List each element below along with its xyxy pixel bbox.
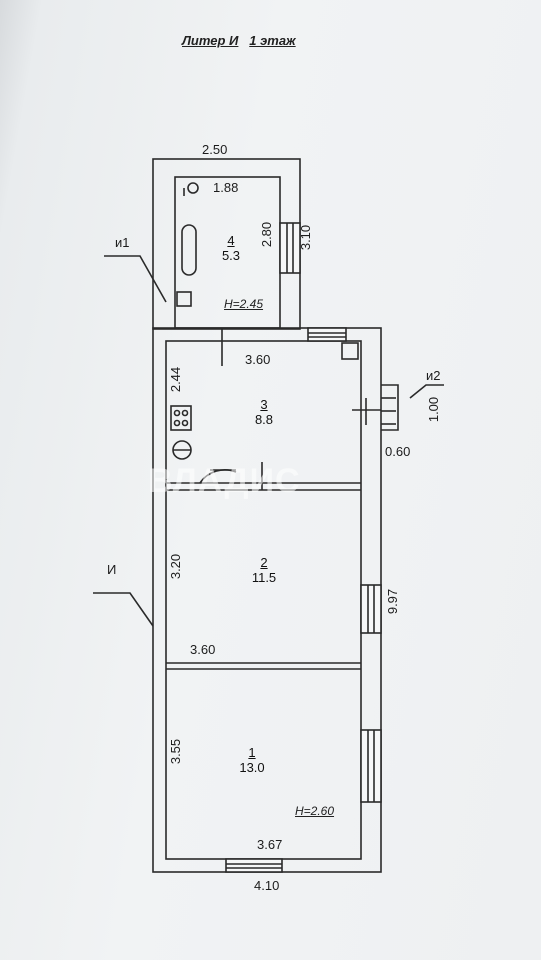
leader-label-i: И (107, 562, 117, 577)
title-floor: 1 этаж (249, 33, 296, 48)
leader-i1 (104, 255, 167, 303)
room-1-label: 1 13.0 (232, 745, 272, 775)
room-1-number: 1 (248, 745, 256, 760)
room-4-area: 5.3 (221, 248, 241, 263)
dim-total-width: 4.10 (254, 878, 280, 893)
room-1-area: 13.0 (239, 760, 265, 775)
main-height-label: H=2.60 (295, 804, 335, 818)
toilet-fixture (176, 291, 192, 307)
leader-i2 (409, 384, 444, 399)
room-4-number: 4 (227, 233, 235, 248)
room-3-label: 3 8.8 (244, 397, 284, 427)
dim-total-length: 9.97 (385, 588, 401, 615)
room-2-area: 11.5 (251, 570, 277, 585)
dim-annex-height: 3.10 (298, 224, 314, 251)
title-liter: Литер И (182, 33, 239, 48)
sink-fixture (187, 182, 199, 194)
dim-porch-width: 0.60 (385, 444, 411, 459)
room-2-number: 2 (260, 555, 268, 570)
dim-room3-height: 2.44 (168, 366, 184, 393)
leader-label-i2: и2 (426, 368, 441, 383)
dim-room2-width: 3.60 (190, 642, 216, 657)
dim-room4-width: 1.88 (213, 180, 239, 195)
stove-fixture (170, 405, 192, 431)
annex-height-label: H=2.45 (224, 297, 264, 311)
bathtub-fixture (181, 224, 197, 276)
page-title: Литер И 1 этаж (182, 33, 296, 48)
dim-room2-height: 3.20 (168, 553, 184, 580)
leader-i (93, 592, 154, 627)
sink-fixture-kitchen (341, 342, 359, 360)
room-4-label: 4 5.3 (211, 233, 251, 263)
dim-room3-width: 3.60 (245, 352, 271, 367)
room-3-number: 3 (260, 397, 268, 412)
dim-porch-depth: 1.00 (426, 396, 442, 423)
room-3-area: 8.8 (254, 412, 274, 427)
dim-room1-width: 3.67 (257, 837, 283, 852)
dim-room1-height: 3.55 (168, 738, 184, 765)
dim-room4-height: 2.80 (259, 221, 275, 248)
watermark-logo: ВЛАДИС (148, 462, 301, 500)
dim-top-width: 2.50 (202, 142, 228, 157)
leader-label-i1: и1 (115, 235, 130, 250)
room-2-label: 2 11.5 (244, 555, 284, 585)
